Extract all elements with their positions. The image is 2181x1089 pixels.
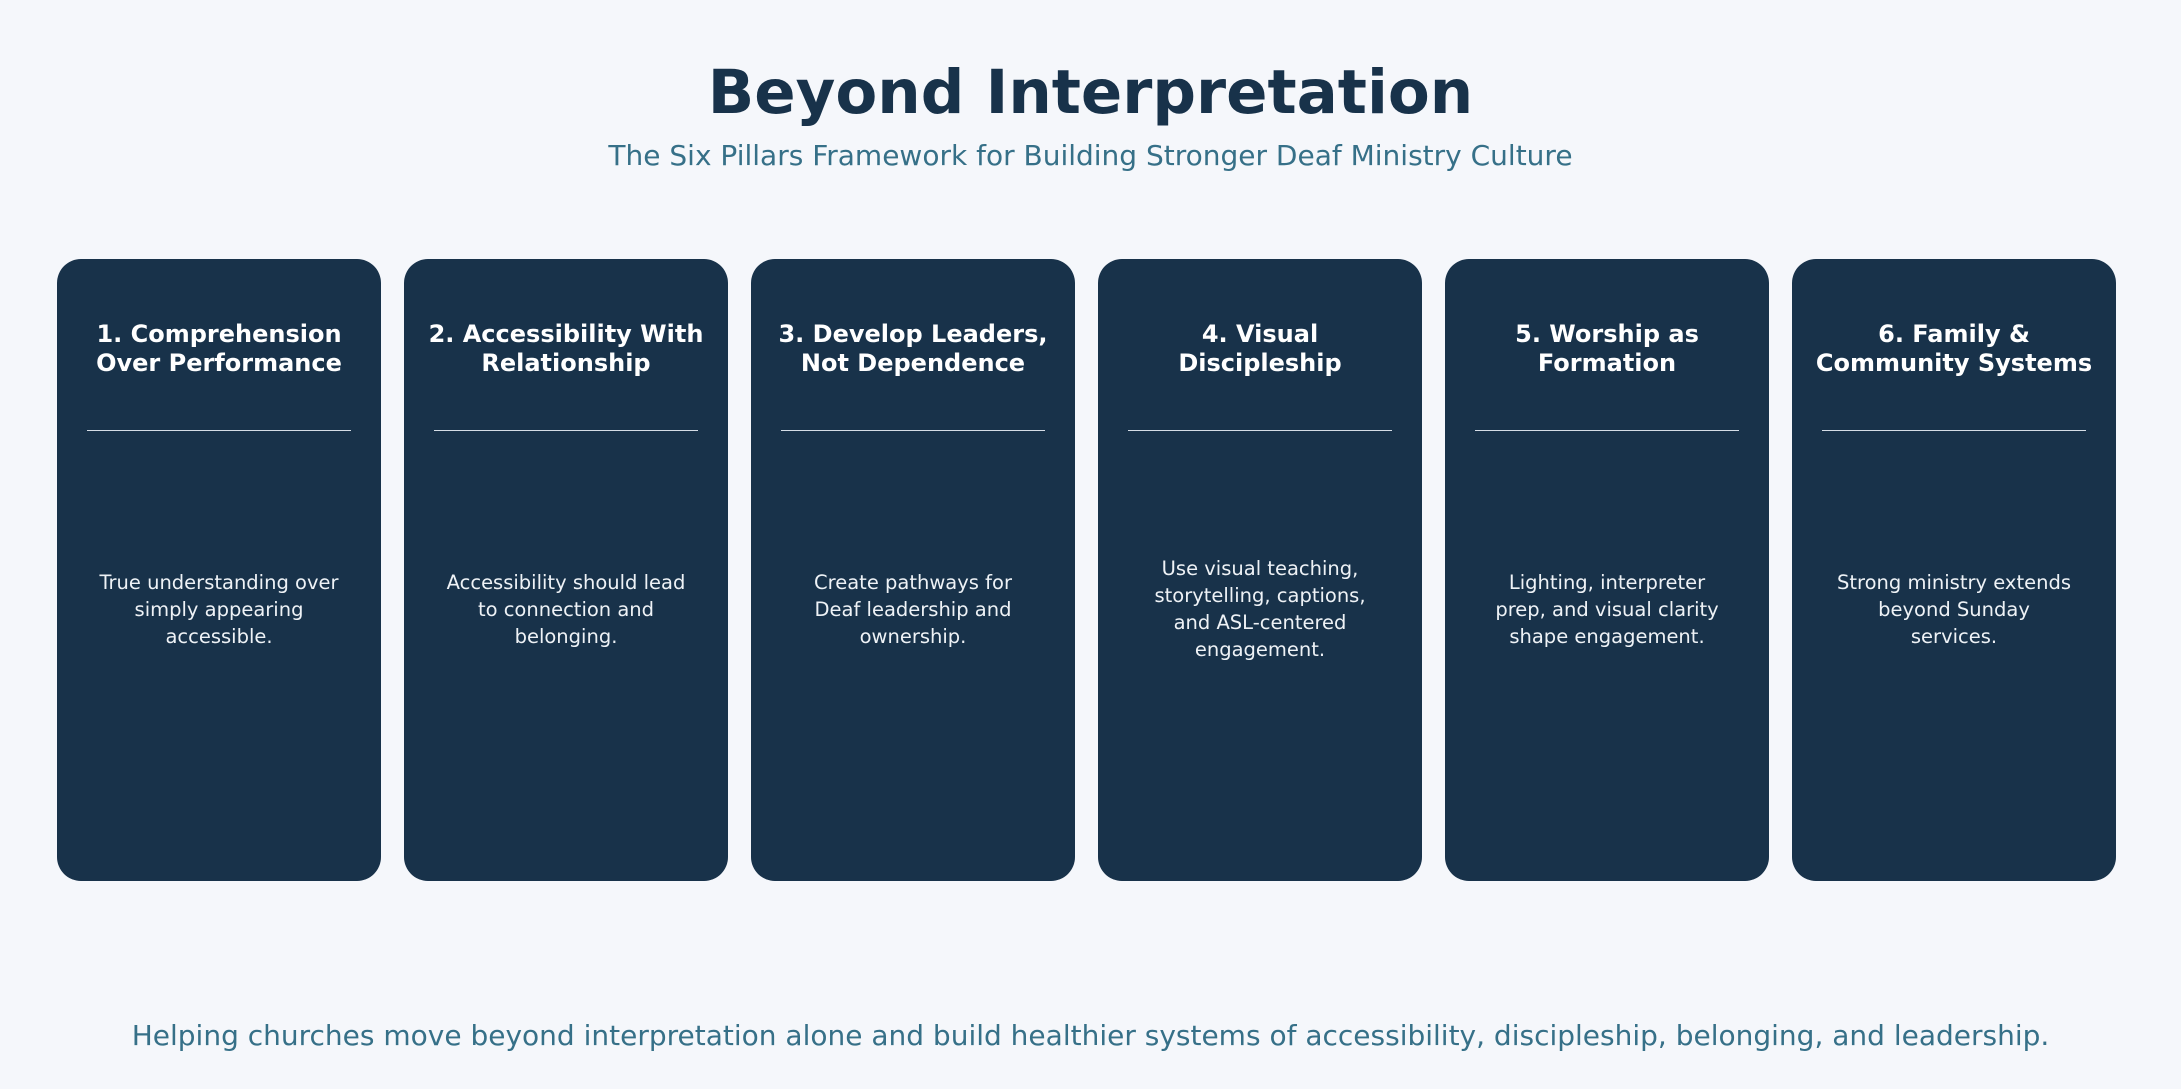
- pillar-description: Create pathways for Deaf leadership and …: [791, 509, 1035, 709]
- pillar-title: 2. Accessibility With Relationship: [428, 320, 704, 377]
- pillar-description: Use visual teaching, storytelling, capti…: [1138, 509, 1382, 709]
- page-title: Beyond Interpretation: [707, 57, 1474, 128]
- pillar-card-leaders: 3. Develop Leaders, Not Dependence Creat…: [751, 259, 1075, 881]
- pillar-description-text: Create pathways for Deaf leadership and …: [814, 570, 1012, 648]
- pillar-card-visual-discipleship: 4. Visual Discipleship Use visual teachi…: [1098, 259, 1422, 881]
- pillar-title: 3. Develop Leaders, Not Dependence: [778, 320, 1048, 377]
- pillar-title: 4. Visual Discipleship: [1178, 320, 1342, 377]
- pillar-divider: [87, 430, 351, 431]
- pillar-description: Strong ministry extends beyond Sunday se…: [1832, 509, 2076, 709]
- pillars-row: 1. Comprehension Over Performance True u…: [57, 259, 2117, 881]
- pillar-title: 1. Comprehension Over Performance: [96, 320, 342, 377]
- pillar-divider: [1475, 430, 1739, 431]
- pillar-divider: [1822, 430, 2086, 431]
- pillar-card-comprehension: 1. Comprehension Over Performance True u…: [57, 259, 381, 881]
- pillar-card-accessibility: 2. Accessibility With Relationship Acces…: [404, 259, 728, 881]
- page-subtitle: The Six Pillars Framework for Building S…: [608, 139, 1573, 172]
- pillar-card-family-community: 6. Family & Community Systems Strong min…: [1792, 259, 2116, 881]
- pillar-description: Accessibility should lead to connection …: [444, 509, 688, 709]
- pillar-description-text: Strong ministry extends beyond Sunday se…: [1837, 570, 2071, 648]
- pillar-card-worship: 5. Worship as Formation Lighting, interp…: [1445, 259, 1769, 881]
- pillar-title: 6. Family & Community Systems: [1815, 320, 2093, 377]
- pillar-divider: [434, 430, 698, 431]
- pillar-divider: [781, 430, 1045, 431]
- pillar-description: True understanding over simply appearing…: [97, 509, 341, 709]
- page-footer: Helping churches move beyond interpretat…: [131, 1019, 2050, 1052]
- pillar-description: Lighting, interpreter prep, and visual c…: [1485, 509, 1729, 709]
- pillar-divider: [1128, 430, 1392, 431]
- pillar-description-text: True understanding over simply appearing…: [99, 570, 339, 648]
- pillar-description-text: Use visual teaching, storytelling, capti…: [1154, 557, 1366, 661]
- pillar-description-text: Lighting, interpreter prep, and visual c…: [1495, 570, 1719, 648]
- pillar-title: 5. Worship as Formation: [1515, 320, 1699, 377]
- pillar-description-text: Accessibility should lead to connection …: [446, 570, 686, 648]
